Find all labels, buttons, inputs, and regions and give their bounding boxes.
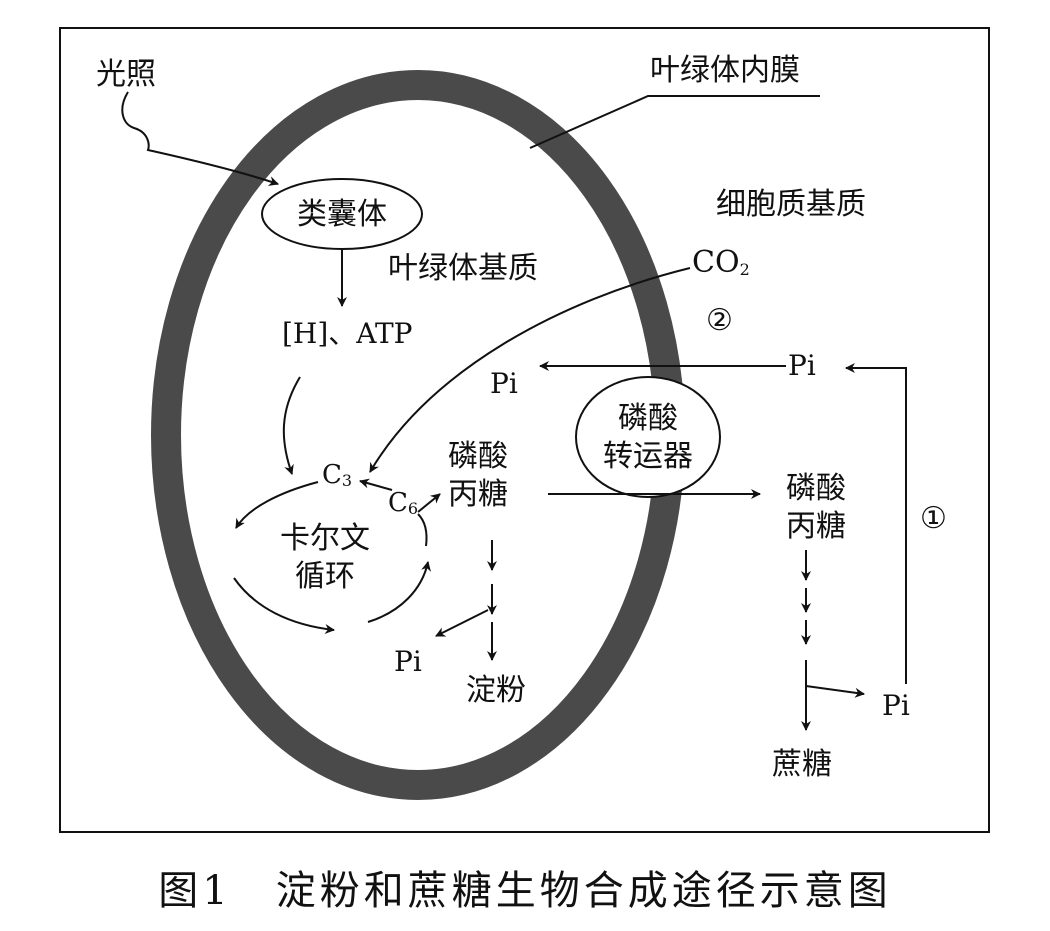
- c3-text: C: [322, 460, 342, 490]
- triose-out-line2: 丙糖: [786, 508, 846, 544]
- inner-membrane-label: 叶绿体内膜: [650, 53, 800, 88]
- light-arrow: [121, 91, 279, 186]
- co2-subscript: 2: [739, 260, 750, 279]
- pi-recycle-arrow: [845, 363, 907, 684]
- pi-lower-left-label: Pi: [394, 645, 422, 678]
- light-label: 光照: [96, 57, 156, 92]
- starch-label: 淀粉: [466, 673, 526, 708]
- triose-in-line2: 丙糖: [448, 476, 508, 512]
- triose-out-line1: 磷酸: [786, 471, 846, 506]
- c6-subscript: 6: [407, 499, 419, 518]
- calvin-arc-top-left: [235, 481, 319, 529]
- h-atp-to-c3-arrow: [282, 376, 301, 475]
- figure-caption: 图1 淀粉和蔗糖生物合成途径示意图: [158, 868, 892, 914]
- co2-text: CO: [692, 245, 740, 280]
- starch-pi-arrow: [435, 609, 489, 637]
- calvin-arc-right-up: [417, 513, 428, 547]
- phosphate-transporter-line1: 磷酸: [618, 401, 678, 436]
- pi-left-label: Pi: [490, 367, 518, 400]
- c6-label: C6: [388, 490, 418, 517]
- stroma-label: 叶绿体基质: [388, 251, 538, 286]
- c6-to-c3-arrow: [359, 478, 393, 491]
- sucrose-label: 蔗糖: [772, 747, 832, 782]
- pi-right-top-label: Pi: [788, 349, 816, 382]
- phosphate-transporter-label: 磷酸 转运器: [603, 400, 693, 475]
- sucrose-pi-arrow: [805, 685, 865, 698]
- cell-frame: [59, 27, 990, 833]
- c6-text: C: [388, 488, 408, 518]
- thylakoid-ellipse: [261, 178, 423, 250]
- phosphate-transporter: [575, 376, 721, 498]
- circle-2-label: ②: [706, 303, 733, 338]
- triose-in-line1: 磷酸: [448, 439, 508, 474]
- calvin-line2: 循环: [295, 558, 355, 594]
- circle-1-label: ①: [920, 501, 947, 536]
- thylakoid-label: 类囊体: [297, 197, 387, 232]
- calvin-line1: 卡尔文: [280, 521, 370, 556]
- co2-to-c3-arrow: [369, 267, 691, 473]
- h-atp-label: [H]、ATP: [282, 317, 413, 350]
- inner-membrane-pointer: [529, 95, 820, 149]
- c3-subscript: 3: [341, 471, 353, 490]
- calvin-arc-bottom-right: [367, 561, 431, 623]
- triose-phosphate-inside-label: 磷酸 丙糖: [448, 438, 508, 513]
- cytoplasm-matrix-label: 细胞质基质: [716, 187, 866, 222]
- phosphate-transporter-line2: 转运器: [603, 438, 693, 474]
- pi-lower-right-label: Pi: [882, 689, 910, 722]
- calvin-arc-bottom-left: [233, 577, 335, 634]
- c3-label: C3: [322, 462, 352, 489]
- triose-phosphate-outside-label: 磷酸 丙糖: [786, 470, 846, 545]
- calvin-cycle-label: 卡尔文 循环: [280, 520, 370, 595]
- co2-label: CO2: [692, 248, 750, 278]
- c6-to-triose-arrow: [417, 493, 441, 513]
